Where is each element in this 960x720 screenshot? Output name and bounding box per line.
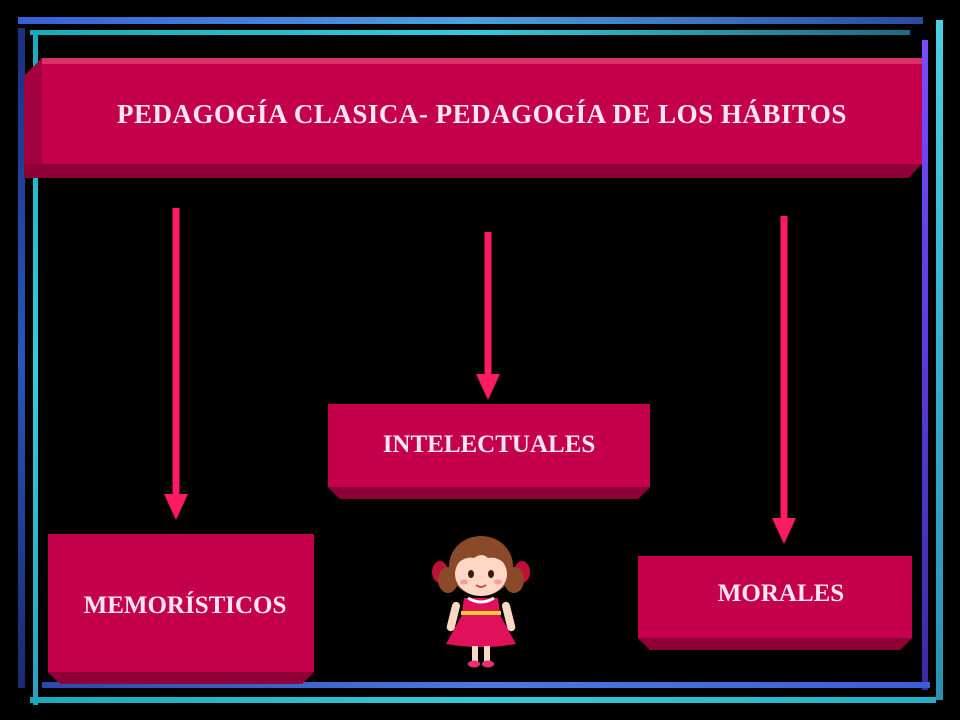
frame-top-line-inner — [30, 30, 910, 35]
arrow-to-intelectuales — [475, 232, 501, 400]
frame-bottom-line-inner — [30, 697, 936, 703]
node-morales-label: MORALES — [717, 580, 845, 607]
node-memoristicos: MEMORÍSTICOS — [48, 534, 314, 684]
girl-illustration — [432, 536, 530, 668]
title-box: PEDAGOGÍA CLASICA- PEDAGOGÍA DE LOS HÁBI… — [24, 58, 922, 178]
frame-left-line — [18, 28, 25, 688]
arrow-to-morales — [771, 216, 797, 544]
node-memoristicos-label: MEMORÍSTICOS — [83, 592, 287, 619]
node-intelectuales: INTELECTUALES — [328, 404, 650, 499]
frame-top-line — [18, 17, 923, 24]
diagram-title: PEDAGOGÍA CLASICA- PEDAGOGÍA DE LOS HÁBI… — [117, 98, 847, 129]
frame-right-line — [922, 40, 928, 690]
frame-bottom-line — [42, 682, 930, 688]
frame-left-line-inner — [33, 30, 38, 705]
node-morales: MORALES — [638, 556, 912, 650]
node-intelectuales-label: INTELECTUALES — [382, 430, 596, 458]
frame-right-line-inner — [936, 20, 943, 700]
arrow-to-memoristicos — [163, 208, 189, 520]
